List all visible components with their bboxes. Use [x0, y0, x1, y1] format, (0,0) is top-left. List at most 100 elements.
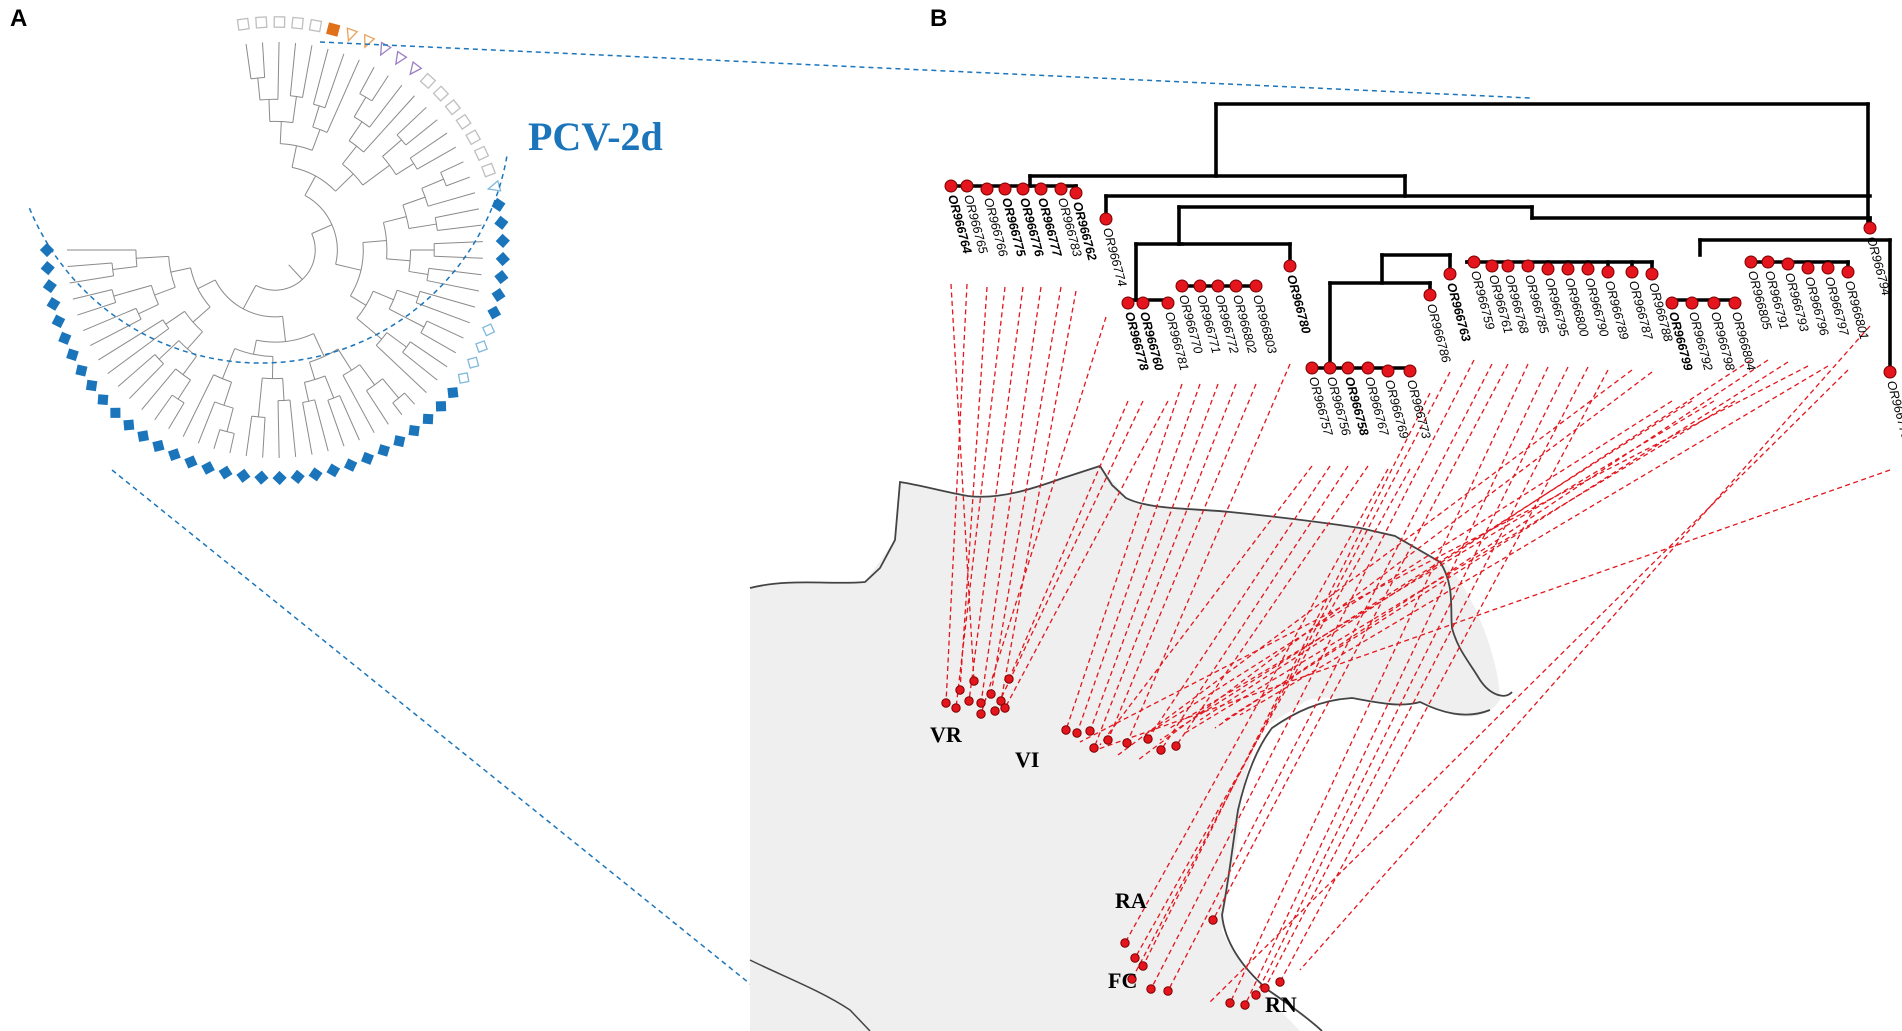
sample-link — [950, 283, 975, 682]
sample-location-dot — [996, 696, 1006, 706]
tree-branch — [312, 48, 329, 105]
coastline-north — [749, 464, 1513, 697]
tip-diamond-marker — [457, 372, 470, 384]
tree-arc — [434, 217, 438, 231]
tree-branch — [313, 333, 325, 357]
tip-square-marker — [236, 17, 250, 31]
region-label-rn: RN — [1265, 992, 1297, 1017]
tip-dot — [1467, 255, 1481, 269]
tree-branch — [339, 395, 360, 441]
sample-location-dot — [955, 685, 965, 695]
sample-link — [1065, 383, 1183, 731]
tip-square-marker — [473, 145, 490, 162]
tree-arc — [304, 194, 338, 265]
tree-branch — [302, 402, 313, 455]
tree-branch — [383, 216, 407, 223]
tree-branch — [158, 340, 180, 360]
tip-dot — [1361, 361, 1375, 375]
tree-branch — [252, 340, 257, 355]
tree-arc — [382, 156, 397, 175]
sample-link — [1076, 383, 1201, 734]
tree-branch — [402, 196, 426, 206]
sample-link — [1131, 371, 1451, 980]
tip-dot — [1381, 364, 1395, 378]
sample-link — [980, 316, 1107, 715]
tree-branch — [434, 255, 483, 259]
tree-branch — [312, 105, 320, 128]
tip-dot — [1054, 182, 1068, 196]
sample-link — [1224, 361, 1789, 721]
tip-diamond-marker — [123, 419, 135, 431]
sample-link — [1099, 465, 1313, 746]
tree-branch — [428, 267, 482, 276]
sample-link — [1093, 383, 1237, 749]
tip-diamond-marker — [184, 455, 198, 469]
tip-dot — [1485, 259, 1499, 273]
tree-arc — [421, 188, 429, 207]
tip-diamond-marker — [236, 468, 251, 483]
tree-arc — [382, 222, 388, 259]
sample-link — [1149, 400, 1673, 733]
tip-diamond-marker — [491, 287, 506, 302]
sample-location-dot — [969, 676, 979, 686]
tree-branch — [262, 42, 266, 78]
tree-branch — [426, 320, 464, 339]
leaf-label: OR966774 — [1100, 226, 1129, 288]
tip-diamond-marker — [167, 448, 181, 461]
region-border — [749, 959, 871, 1031]
sample-link — [1150, 359, 1475, 990]
sample-link — [980, 286, 1042, 704]
tree-branch — [419, 290, 476, 308]
tree-branch — [353, 96, 367, 118]
tree-branch — [371, 75, 389, 102]
sample-link — [1244, 366, 1549, 1006]
tree-branch — [359, 66, 375, 94]
sample-link — [1199, 359, 1752, 721]
tree-branch — [221, 348, 236, 379]
tip-diamond-marker — [475, 340, 489, 353]
tree-arc — [302, 399, 315, 403]
tree-arc — [171, 394, 185, 404]
sample-link — [1229, 363, 1529, 1004]
tip-square-marker — [465, 129, 482, 146]
sample-link — [1107, 383, 1257, 741]
tree-branch — [117, 354, 156, 387]
tree-arc — [342, 364, 361, 376]
tree-branch — [242, 285, 257, 310]
tree-branch — [112, 266, 138, 270]
tree-branch — [138, 304, 159, 315]
tree-arc — [349, 242, 364, 297]
sample-locations — [941, 674, 1285, 1010]
tree-branch — [426, 280, 480, 292]
tip-dot — [1883, 365, 1897, 379]
tree-arc — [256, 333, 314, 343]
sample-location-dot — [1143, 734, 1153, 744]
tree-branch — [324, 375, 335, 399]
leaf-label: OR966780 — [1284, 273, 1313, 335]
tree-branch — [409, 132, 448, 159]
tree-branch — [107, 328, 170, 375]
tree-branch — [192, 306, 211, 323]
tree-branch — [170, 267, 191, 273]
land-area — [750, 466, 1500, 1031]
sample-location-dot — [1122, 738, 1132, 748]
tree-branch — [396, 106, 427, 136]
tree-branch — [69, 275, 114, 284]
tree-branch — [389, 308, 425, 328]
tree-branch — [440, 161, 464, 173]
tip-dot — [1521, 259, 1535, 273]
tree-branch — [129, 363, 164, 399]
sample-link — [1167, 363, 1493, 992]
tree-branch — [369, 84, 403, 128]
sample-link — [1000, 290, 1077, 702]
tip-triangle-marker — [346, 27, 359, 43]
map-northern-italy — [749, 464, 1513, 1031]
tip-diamond-marker — [46, 296, 61, 311]
tip-dot — [1541, 262, 1555, 276]
tip-dot — [1099, 212, 1113, 226]
sample-link — [1159, 400, 1693, 741]
tip-dot — [1069, 186, 1083, 200]
tree-branch — [416, 146, 457, 170]
tip-square-marker — [291, 16, 304, 30]
sample-link — [1264, 366, 1589, 989]
